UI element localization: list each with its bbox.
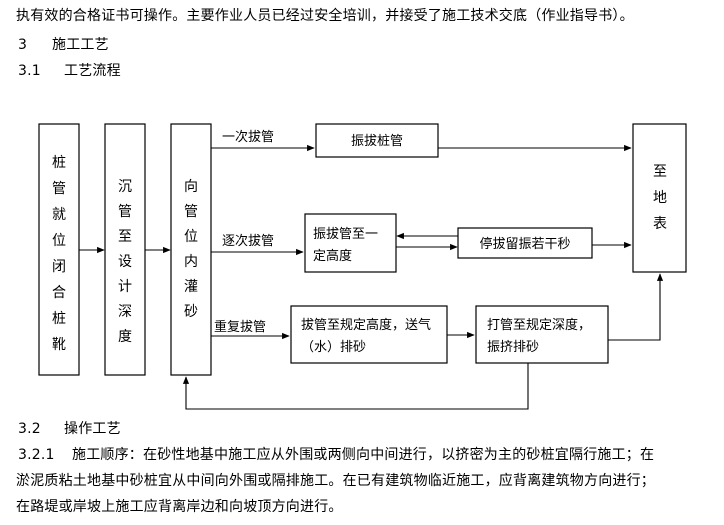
paragraph-text: 施工顺序：在砂性地基中施工应从外围或两侧向中间进行，以挤密为主的砂桩宜隔行施工；… <box>72 447 655 463</box>
box-char: 沉 <box>118 179 132 195</box>
box-char: 位 <box>184 229 198 245</box>
box-char: 管 <box>52 181 66 197</box>
section-3-2-heading: 3.2 操作工艺 <box>18 418 121 438</box>
box-char: 管 <box>184 204 198 220</box>
box-char: 表 <box>653 216 667 232</box>
box-char: 灌 <box>184 279 198 295</box>
box-char: 度 <box>118 329 132 345</box>
paragraph-number: 3.2.1 <box>18 447 55 463</box>
box-char: 至 <box>118 229 132 245</box>
box-char: 内 <box>184 254 198 270</box>
connectors <box>79 144 664 410</box>
box-char: 闭 <box>52 259 66 275</box>
section-number: 3.2 <box>18 421 41 437</box>
box-char: 向 <box>184 179 198 195</box>
box-stop-vibrate: 停拔留振若干秒 <box>457 227 593 259</box>
section-3-heading: 3 施工工艺 <box>18 34 109 54</box>
box-text-line1: 拔管至规定高度，送气 <box>301 317 431 333</box>
box-char: 设 <box>118 254 132 270</box>
box-pull-to-height: 振拔管至一 定高度 <box>304 213 397 273</box>
section-title: 操作工艺 <box>64 421 121 437</box>
box-char: 合 <box>52 285 66 301</box>
box-pile-positioning: 桩 管 就 位 闭 合 桩 靴 <box>38 123 80 376</box>
label-once-pull: 一次拔管 <box>222 129 274 145</box>
label-step-pull: 逐次拔管 <box>222 233 274 249</box>
para-3-2-1-line3: 在路堤或岸坡上施工应背离岸边和向坡顶方向进行。 <box>16 499 343 515</box>
box-char: 靴 <box>52 337 66 353</box>
box-char: 桩 <box>52 154 66 171</box>
box-text-line2: 振挤排砂 <box>487 340 539 355</box>
box-char: 计 <box>118 279 132 295</box>
box-to-surface: 至 地 表 <box>632 123 687 273</box>
box-char: 位 <box>52 233 66 249</box>
para-3-2-1-line2: 淤泥质粘土地基中砂桩宜从中间向外围或隔排施工。在已有建筑物临近施工，应背离建筑物… <box>16 473 655 489</box>
box-fill-sand: 向 管 位 内 灌 砂 <box>170 123 212 376</box>
box-vibrate-pull: 振拔桩管 <box>315 123 439 158</box>
box-char: 砂 <box>184 304 198 320</box>
section-number: 3.1 <box>18 63 41 79</box>
box-sink-pipe: 沉 管 至 设 计 深 度 <box>104 123 146 376</box>
section-number: 3 <box>18 37 28 53</box>
box-char: 至 <box>653 164 667 180</box>
box-text: 振拔桩管 <box>351 134 403 149</box>
box-text-line2: 定高度 <box>313 248 352 264</box>
box-char: 地 <box>653 190 667 206</box>
box-char: 就 <box>52 207 66 223</box>
box-pull-air: 拔管至规定高度，送气 （水）排砂 <box>290 305 448 364</box>
box-text-line1: 打管至规定深度， <box>487 317 591 333</box>
box-drive-pipe: 打管至规定深度， 振挤排砂 <box>475 305 609 364</box>
box-char: 深 <box>118 304 132 320</box>
label-repeat-pull: 重复拔管 <box>214 319 266 335</box>
section-title: 工艺流程 <box>64 63 121 79</box>
box-char: 管 <box>118 204 132 220</box>
section-3-1-heading: 3.1 工艺流程 <box>18 60 121 80</box>
intro-line: 执有效的合格证书可操作。主要作业人员已经过安全培训，并接受了施工技术交底（作业指… <box>16 8 634 24</box>
box-text-line1: 振拔管至一 <box>313 227 378 242</box>
box-text-line2: （水）排砂 <box>301 340 366 355</box>
box-char: 桩 <box>52 310 66 327</box>
section-title: 施工工艺 <box>52 37 109 53</box>
para-3-2-1-line1: 3.2.1 施工顺序：在砂性地基中施工应从外围或两侧向中间进行，以挤密为主的砂桩宜… <box>18 444 654 464</box>
box-text: 停拔留振若干秒 <box>479 236 570 252</box>
